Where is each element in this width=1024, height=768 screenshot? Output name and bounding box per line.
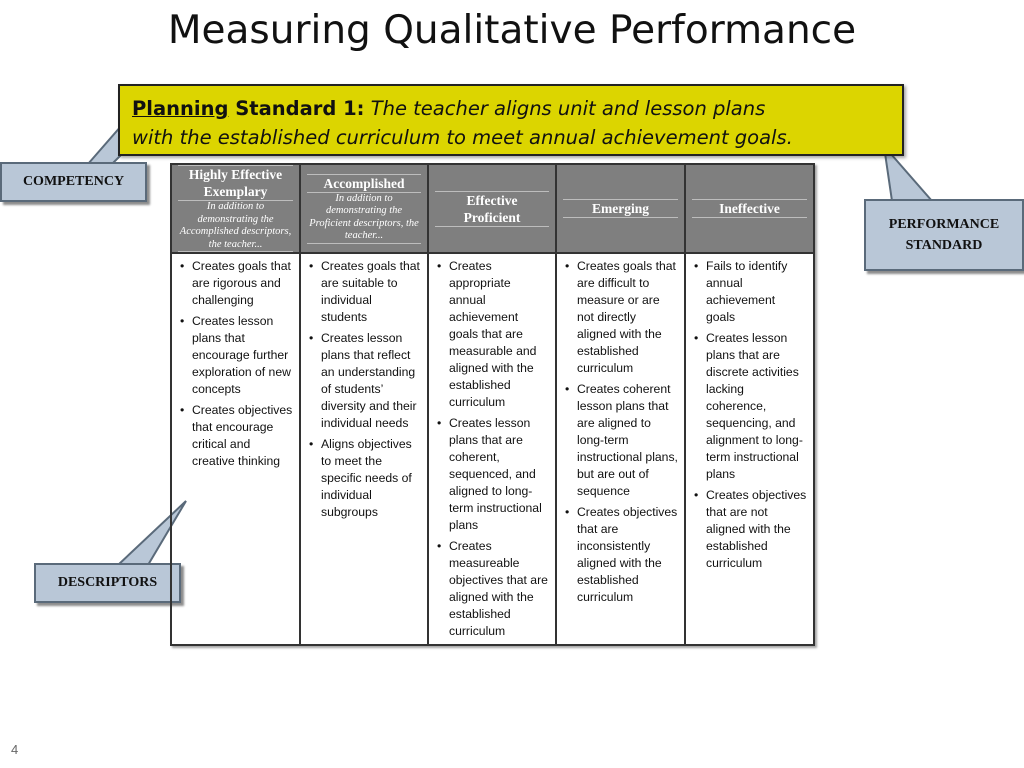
performance-label-line-1: PERFORMANCE [888, 217, 1000, 232]
descriptor-item: Creates coherent lesson plans that are a… [563, 381, 678, 500]
rubric-table: Highly Effective Exemplary In addition t… [170, 163, 815, 646]
descriptors-callout: DESCRIPTORS [34, 563, 181, 603]
performance-standard-callout: PERFORMANCE STANDARD [864, 199, 1024, 271]
level-name-alt: Proficient [463, 209, 521, 225]
level-name: Emerging [592, 201, 649, 216]
descriptors-highly-effective: Creates goals that are rigorous and chal… [170, 252, 301, 646]
level-name: Ineffective [719, 201, 780, 216]
header-effective: Effective Proficient [427, 163, 557, 254]
descriptor-item: Creates lesson plans that encourage furt… [178, 313, 293, 398]
descriptor-item: Creates lesson plans that are discrete a… [692, 330, 807, 483]
level-name: Accomplished [323, 175, 405, 191]
descriptor-item: Creates goals that are suitable to indiv… [307, 258, 421, 326]
header-emerging: Emerging [555, 163, 686, 254]
descriptors-emerging: Creates goals that are difficult to meas… [555, 252, 686, 646]
descriptor-item: Creates goals that are difficult to meas… [563, 258, 678, 377]
page-number: 4 [11, 742, 19, 757]
header-ineffective: Ineffective [684, 163, 815, 254]
standard-number: Standard 1: [228, 97, 365, 120]
level-note: In addition to demonstrating the Accompl… [178, 200, 293, 250]
header-highly-effective: Highly Effective Exemplary In addition t… [170, 163, 301, 254]
descriptors-accomplished: Creates goals that are suitable to indiv… [299, 252, 429, 646]
descriptor-item: Fails to identify annual achievement goa… [692, 258, 807, 326]
descriptor-item: Creates goals that are rigorous and chal… [178, 258, 293, 309]
descriptor-item: Creates appropriate annual achievement g… [435, 258, 549, 411]
level-note: In addition to demonstrating the Profici… [307, 191, 421, 243]
descriptor-item: Creates objectives that encourage critic… [178, 402, 293, 470]
descriptor-item: Creates objectives that are inconsistent… [563, 504, 678, 606]
descriptor-item: Creates objectives that are not aligned … [692, 487, 807, 572]
rubric-descriptor-row: Creates goals that are rigorous and chal… [170, 252, 815, 646]
level-name: Effective [466, 192, 518, 208]
level-name: Highly Effective [188, 167, 283, 182]
descriptor-item: Aligns objectives to meet the specific n… [307, 436, 421, 521]
performance-label-line-2: STANDARD [905, 238, 983, 253]
descriptor-item: Creates lesson plans that are coherent, … [435, 415, 549, 534]
standard-text-line-2: with the established curriculum to meet … [132, 126, 793, 149]
descriptors-effective: Creates appropriate annual achievement g… [427, 252, 557, 646]
competency-label: COMPETENCY [22, 174, 125, 189]
performance-standard-box: Planning Standard 1: The teacher aligns … [118, 84, 904, 156]
header-accomplished: Accomplished In addition to demonstratin… [299, 163, 429, 254]
descriptor-item: Creates measureable objectives that are … [435, 538, 549, 640]
slide-title: Measuring Qualitative Performance [167, 8, 857, 53]
descriptors-ineffective: Fails to identify annual achievement goa… [684, 252, 815, 646]
competency-callout: COMPETENCY [0, 162, 147, 202]
standard-domain: Planning [132, 97, 229, 120]
standard-text-line-1: The teacher aligns unit and lesson plans [370, 97, 766, 120]
level-name-alt: Exemplary [203, 184, 268, 199]
rubric-header-row: Highly Effective Exemplary In addition t… [170, 163, 815, 254]
descriptors-label: DESCRIPTORS [57, 575, 158, 590]
descriptor-item: Creates lesson plans that reflect an und… [307, 330, 421, 432]
